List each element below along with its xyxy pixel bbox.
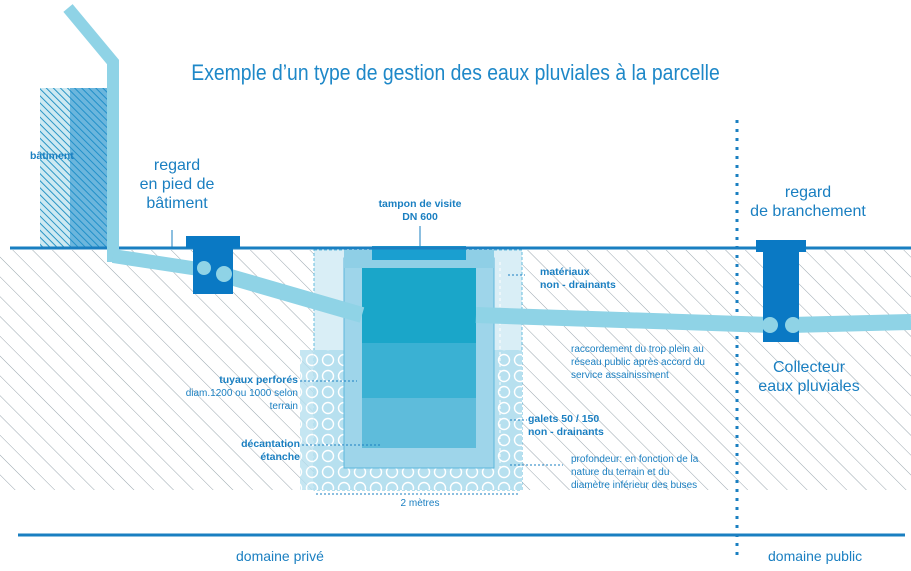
label-raccordement-line1: raccordement du trop plein au <box>571 344 704 355</box>
label-regard-branchement: regard de branchement <box>742 183 874 221</box>
label-galets-line2: non - drainants <box>528 426 604 438</box>
label-collecteur-line2: eaux pluviales <box>758 378 860 395</box>
label-batiment: bâtiment <box>30 150 74 162</box>
collector-pipe <box>789 314 911 333</box>
label-tampon-line2: DN 600 <box>402 211 438 223</box>
overflow-pipe <box>475 307 771 333</box>
label-raccordement: raccordement du trop plein au réseau pub… <box>571 343 705 382</box>
label-tuyaux-line2: diam.1200 ou 1000 selon <box>185 388 298 399</box>
regard-pied-inlet <box>197 261 211 275</box>
pipe-building-regard <box>111 249 207 277</box>
label-regard-branchement-line2: de branchement <box>750 203 866 220</box>
label-decantation-line2: étanche <box>260 451 300 463</box>
page-title: Exemple d’un type de gestion des eaux pl… <box>191 60 720 85</box>
label-raccordement-line2: réseau public après accord du <box>571 357 705 368</box>
label-materiaux-line1: matériaux <box>540 266 590 278</box>
label-regard-pied-line1: regard <box>153 157 201 174</box>
label-decantation-line1: décantation <box>241 438 300 450</box>
building-shade <box>70 88 110 248</box>
label-profondeur-line1: profondeur: en fonction de la <box>571 454 699 465</box>
label-galets-line1: galets 50 / 150 <box>528 413 600 425</box>
label-profondeur-line2: nature du terrain et du <box>571 467 670 478</box>
regard-branchement-inlet <box>762 317 778 333</box>
tank-layer-mid <box>362 343 476 398</box>
tank-layer-top <box>362 268 476 343</box>
label-domaine-public: domaine public <box>768 548 863 564</box>
tank-layer-low <box>362 398 476 448</box>
label-regard-pied-line3: bâtiment <box>146 195 208 212</box>
gravel-edge <box>300 350 314 490</box>
label-profondeur-line3: diamètre inférieur des buses <box>571 480 698 491</box>
regard-branchement-cap <box>756 240 806 252</box>
label-collecteur-line1: Collecteur <box>772 359 846 376</box>
label-width: 2 mètres <box>400 498 440 509</box>
regard-pied-outlet <box>216 266 232 282</box>
regard-branchement-outlet <box>785 317 801 333</box>
label-tuyaux-line3: terrain <box>269 401 298 412</box>
label-tuyaux: tuyaux perforés diam.1200 ou 1000 selon … <box>160 374 298 413</box>
label-profondeur: profondeur: en fonction de la nature du … <box>571 453 698 492</box>
label-tuyaux-line1: tuyaux perforés <box>219 374 298 386</box>
label-regard-pied-line2: en pied de <box>139 176 215 193</box>
label-tampon-line1: tampon de visite <box>378 198 462 210</box>
label-materiaux-line2: non - drainants <box>540 279 616 291</box>
pipe-to-tank <box>217 266 365 323</box>
label-tampon: tampon de visite DN 600 <box>368 198 472 224</box>
downpipe <box>63 4 119 262</box>
label-regard-branchement-line1: regard <box>784 184 832 201</box>
label-raccordement-line3: service assainissment <box>571 370 669 381</box>
label-galets: galets 50 / 150 non - drainants <box>528 413 604 439</box>
label-domaine-prive: domaine privé <box>236 548 324 564</box>
label-regard-pied: regard en pied de bâtiment <box>128 156 226 213</box>
regard-pied-cap <box>186 236 240 248</box>
label-decantation: décantation étanche <box>200 438 300 464</box>
label-materiaux: matériaux non - drainants <box>540 266 616 292</box>
label-collecteur: Collecteur eaux pluviales <box>744 358 874 396</box>
